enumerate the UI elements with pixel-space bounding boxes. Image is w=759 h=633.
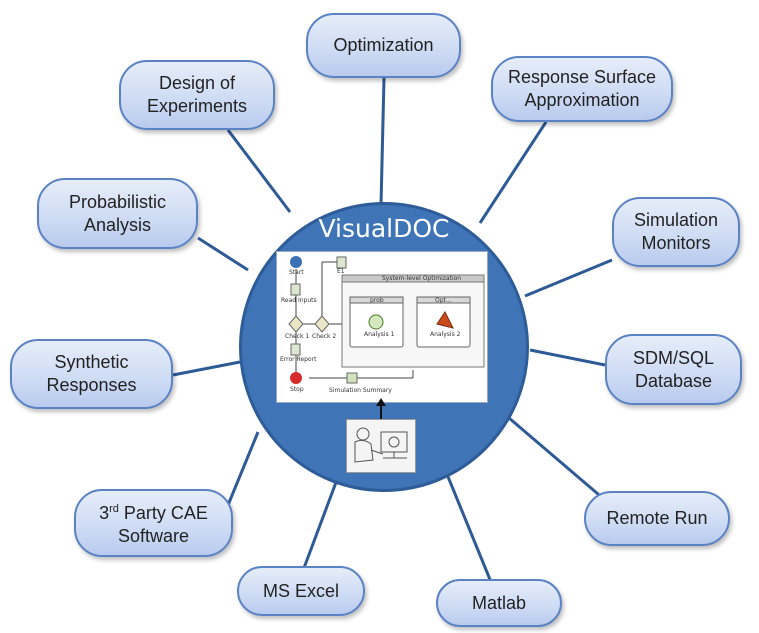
wf-system-opt: System-level Optimization [382,275,462,282]
spoke-probabilistic [197,236,249,272]
wf-check2: Check 2 [312,333,337,340]
node-3rd-party-cae-software: 3rd Party CAE Software [74,489,233,557]
wf-start: Start [289,269,304,276]
spoke-sim-monitors [524,258,613,298]
stop-icon [290,372,302,384]
user-at-computer-image [346,419,416,473]
wf-check1: Check 1 [285,333,310,340]
node-remote-run: Remote Run [584,491,730,546]
wf-error-report: Error Report [280,356,317,363]
spoke-remote [508,416,606,502]
spoke-doe [226,129,292,213]
wf-analysis2: Analysis 2 [430,331,461,338]
e1-icon [336,256,347,269]
spoke-sdm [529,348,606,367]
wf-stop: Stop [290,386,304,393]
node-probabilistic-analysis: Probabilistic Analysis [37,178,198,249]
workflow-screenshot: Start Read Inputs Check 1 Check 2 Error … [276,251,488,403]
node-synthetic-responses: Synthetic Responses [10,339,173,409]
workflow-diagram [288,256,485,384]
node-optimization: Optimization [306,13,461,78]
node-ms-excel: MS Excel [237,566,365,616]
hub-title: VisualDOC [318,214,450,243]
wf-opt: Opt... [435,297,452,304]
node-simulation-monitors: Simulation Monitors [612,197,740,267]
spoke-rsa [478,121,548,224]
spoke-synthetic [172,360,241,377]
wf-e1: E1 [337,268,345,275]
cae-rest: Party CAE Software [117,503,208,546]
node-response-surface-approximation: Response Surface Approximation [491,56,673,122]
start-icon [290,256,302,268]
spoke-excel [296,468,343,585]
wf-analysis1: Analysis 1 [364,331,395,338]
node-matlab: Matlab [436,579,562,627]
node-design-of-experiments: Design of Experiments [119,60,275,130]
check2-icon [314,315,330,333]
check1-icon [288,315,304,333]
cae-line: 3rd Party CAE Software [99,498,208,548]
wf-sim-summary: Simulation Summary [329,387,392,394]
cae-number: 3 [99,503,110,523]
spoke-optimization [379,77,386,206]
spoke-cae [224,431,260,511]
matlab-icon [436,311,454,329]
wf-prob: prob [370,297,384,304]
cae-superscript: rd [109,503,119,515]
read-inputs-icon [290,283,301,296]
node-sdm-sql-database: SDM/SQL Database [605,334,742,405]
user-sketch [354,427,408,463]
arrow-up-icon [376,398,386,420]
error-report-icon [290,343,301,356]
wf-read-inputs: Read Inputs [281,297,317,304]
summary-icon [346,372,358,384]
gear-icon [368,314,384,330]
spoke-matlab [440,461,493,583]
